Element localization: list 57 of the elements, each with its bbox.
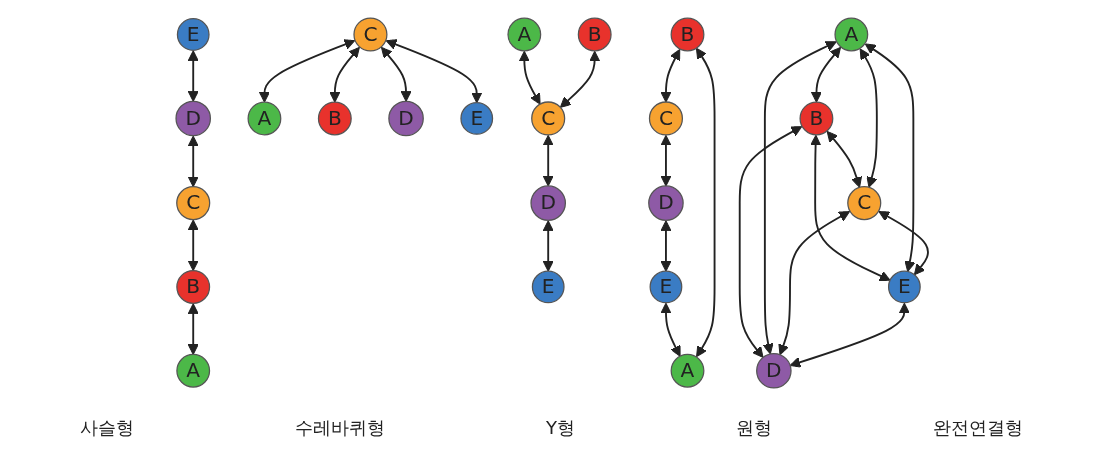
node-circle: D bbox=[755, 352, 792, 389]
node-circle: B bbox=[798, 101, 833, 136]
arrow bbox=[777, 211, 850, 356]
arrow bbox=[659, 220, 671, 272]
node-circle: E bbox=[176, 18, 210, 51]
arrow bbox=[380, 46, 412, 102]
node-circle: B bbox=[577, 17, 612, 52]
arrow bbox=[187, 50, 199, 102]
arrow bbox=[659, 48, 680, 103]
arrow bbox=[864, 43, 915, 272]
node-circle: C bbox=[175, 186, 210, 221]
node-circle: E bbox=[459, 102, 493, 135]
caption: 수레바퀴형 bbox=[295, 416, 386, 440]
arrow bbox=[385, 39, 482, 104]
node-circle: B bbox=[317, 101, 352, 136]
node-circle: B bbox=[670, 17, 704, 52]
node-circle: D bbox=[174, 100, 211, 137]
arrow bbox=[738, 126, 802, 358]
node-circle: E bbox=[531, 270, 565, 304]
arrow bbox=[659, 302, 681, 357]
arrow bbox=[789, 302, 910, 368]
caption: 원형 bbox=[735, 416, 772, 440]
node-circle: A bbox=[175, 353, 210, 388]
arrow bbox=[559, 50, 600, 108]
arrow bbox=[809, 134, 891, 282]
arrow bbox=[659, 134, 671, 187]
caption: 완전연결형 bbox=[932, 416, 1023, 440]
node-circle: A bbox=[506, 17, 541, 52]
node-circle: C bbox=[648, 101, 683, 136]
arrow bbox=[542, 220, 554, 272]
node-circle: D bbox=[529, 185, 566, 221]
arrow bbox=[878, 211, 929, 276]
node-circle: D bbox=[387, 100, 424, 137]
node-circle: A bbox=[833, 17, 868, 52]
node-circle: E bbox=[649, 270, 682, 304]
arrow bbox=[826, 130, 862, 188]
arrow bbox=[258, 39, 355, 103]
arrow bbox=[695, 47, 715, 358]
arrow bbox=[187, 135, 199, 188]
arrow bbox=[542, 134, 554, 187]
node-circle: D bbox=[647, 185, 684, 221]
arrow bbox=[810, 46, 841, 103]
node-circle: E bbox=[887, 270, 921, 304]
node-circle: C bbox=[352, 17, 388, 52]
node-circle: A bbox=[670, 353, 704, 388]
arrow bbox=[762, 41, 837, 355]
node-circle: A bbox=[247, 101, 281, 136]
arrow bbox=[859, 48, 878, 188]
node-circle: C bbox=[846, 186, 881, 221]
arrow bbox=[187, 219, 199, 272]
arrow bbox=[328, 46, 360, 103]
node-circle: C bbox=[530, 101, 565, 136]
caption: 사슬형 bbox=[80, 416, 135, 440]
arrow bbox=[187, 303, 199, 355]
caption: Y형 bbox=[546, 416, 575, 440]
node-circle: B bbox=[175, 269, 210, 304]
arrow bbox=[518, 50, 541, 105]
